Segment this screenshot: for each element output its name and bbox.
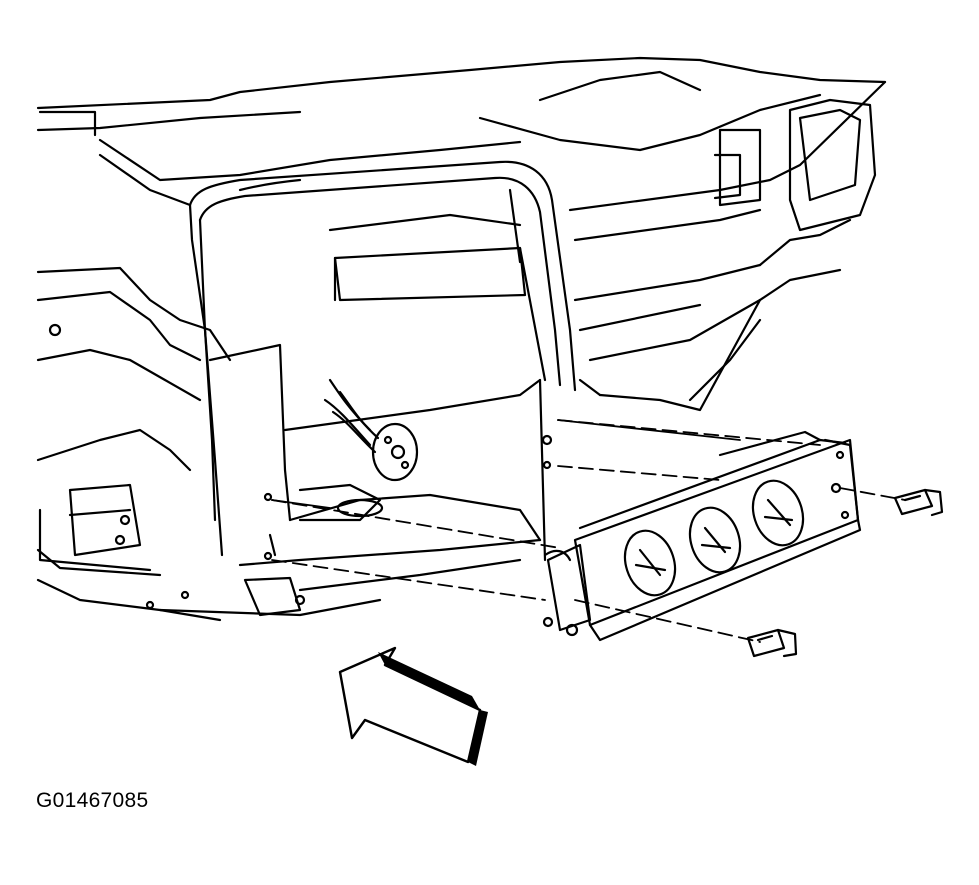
temperature-knob: [623, 529, 677, 597]
bolt-icon: [893, 488, 944, 517]
installation-direction-arrow-icon: [338, 646, 488, 766]
wiring-harness-connector: [323, 378, 419, 482]
bolt-icon: [746, 628, 798, 658]
left-lower-panel: [36, 266, 232, 622]
alignment-lines: [271, 419, 906, 643]
alignment-lines-solid: [271, 419, 741, 509]
instrument-panel-top: [36, 56, 887, 207]
hvac-control-module: [542, 430, 862, 642]
center-stack-bezel: [188, 160, 577, 557]
fan-speed-knob: [688, 506, 742, 574]
mode-knob: [751, 479, 805, 547]
right-dash-structure: [568, 80, 887, 412]
lower-floor-brace: [145, 434, 553, 617]
figure-id-label: G01467085: [36, 789, 149, 812]
dash-cavity: [208, 246, 547, 562]
